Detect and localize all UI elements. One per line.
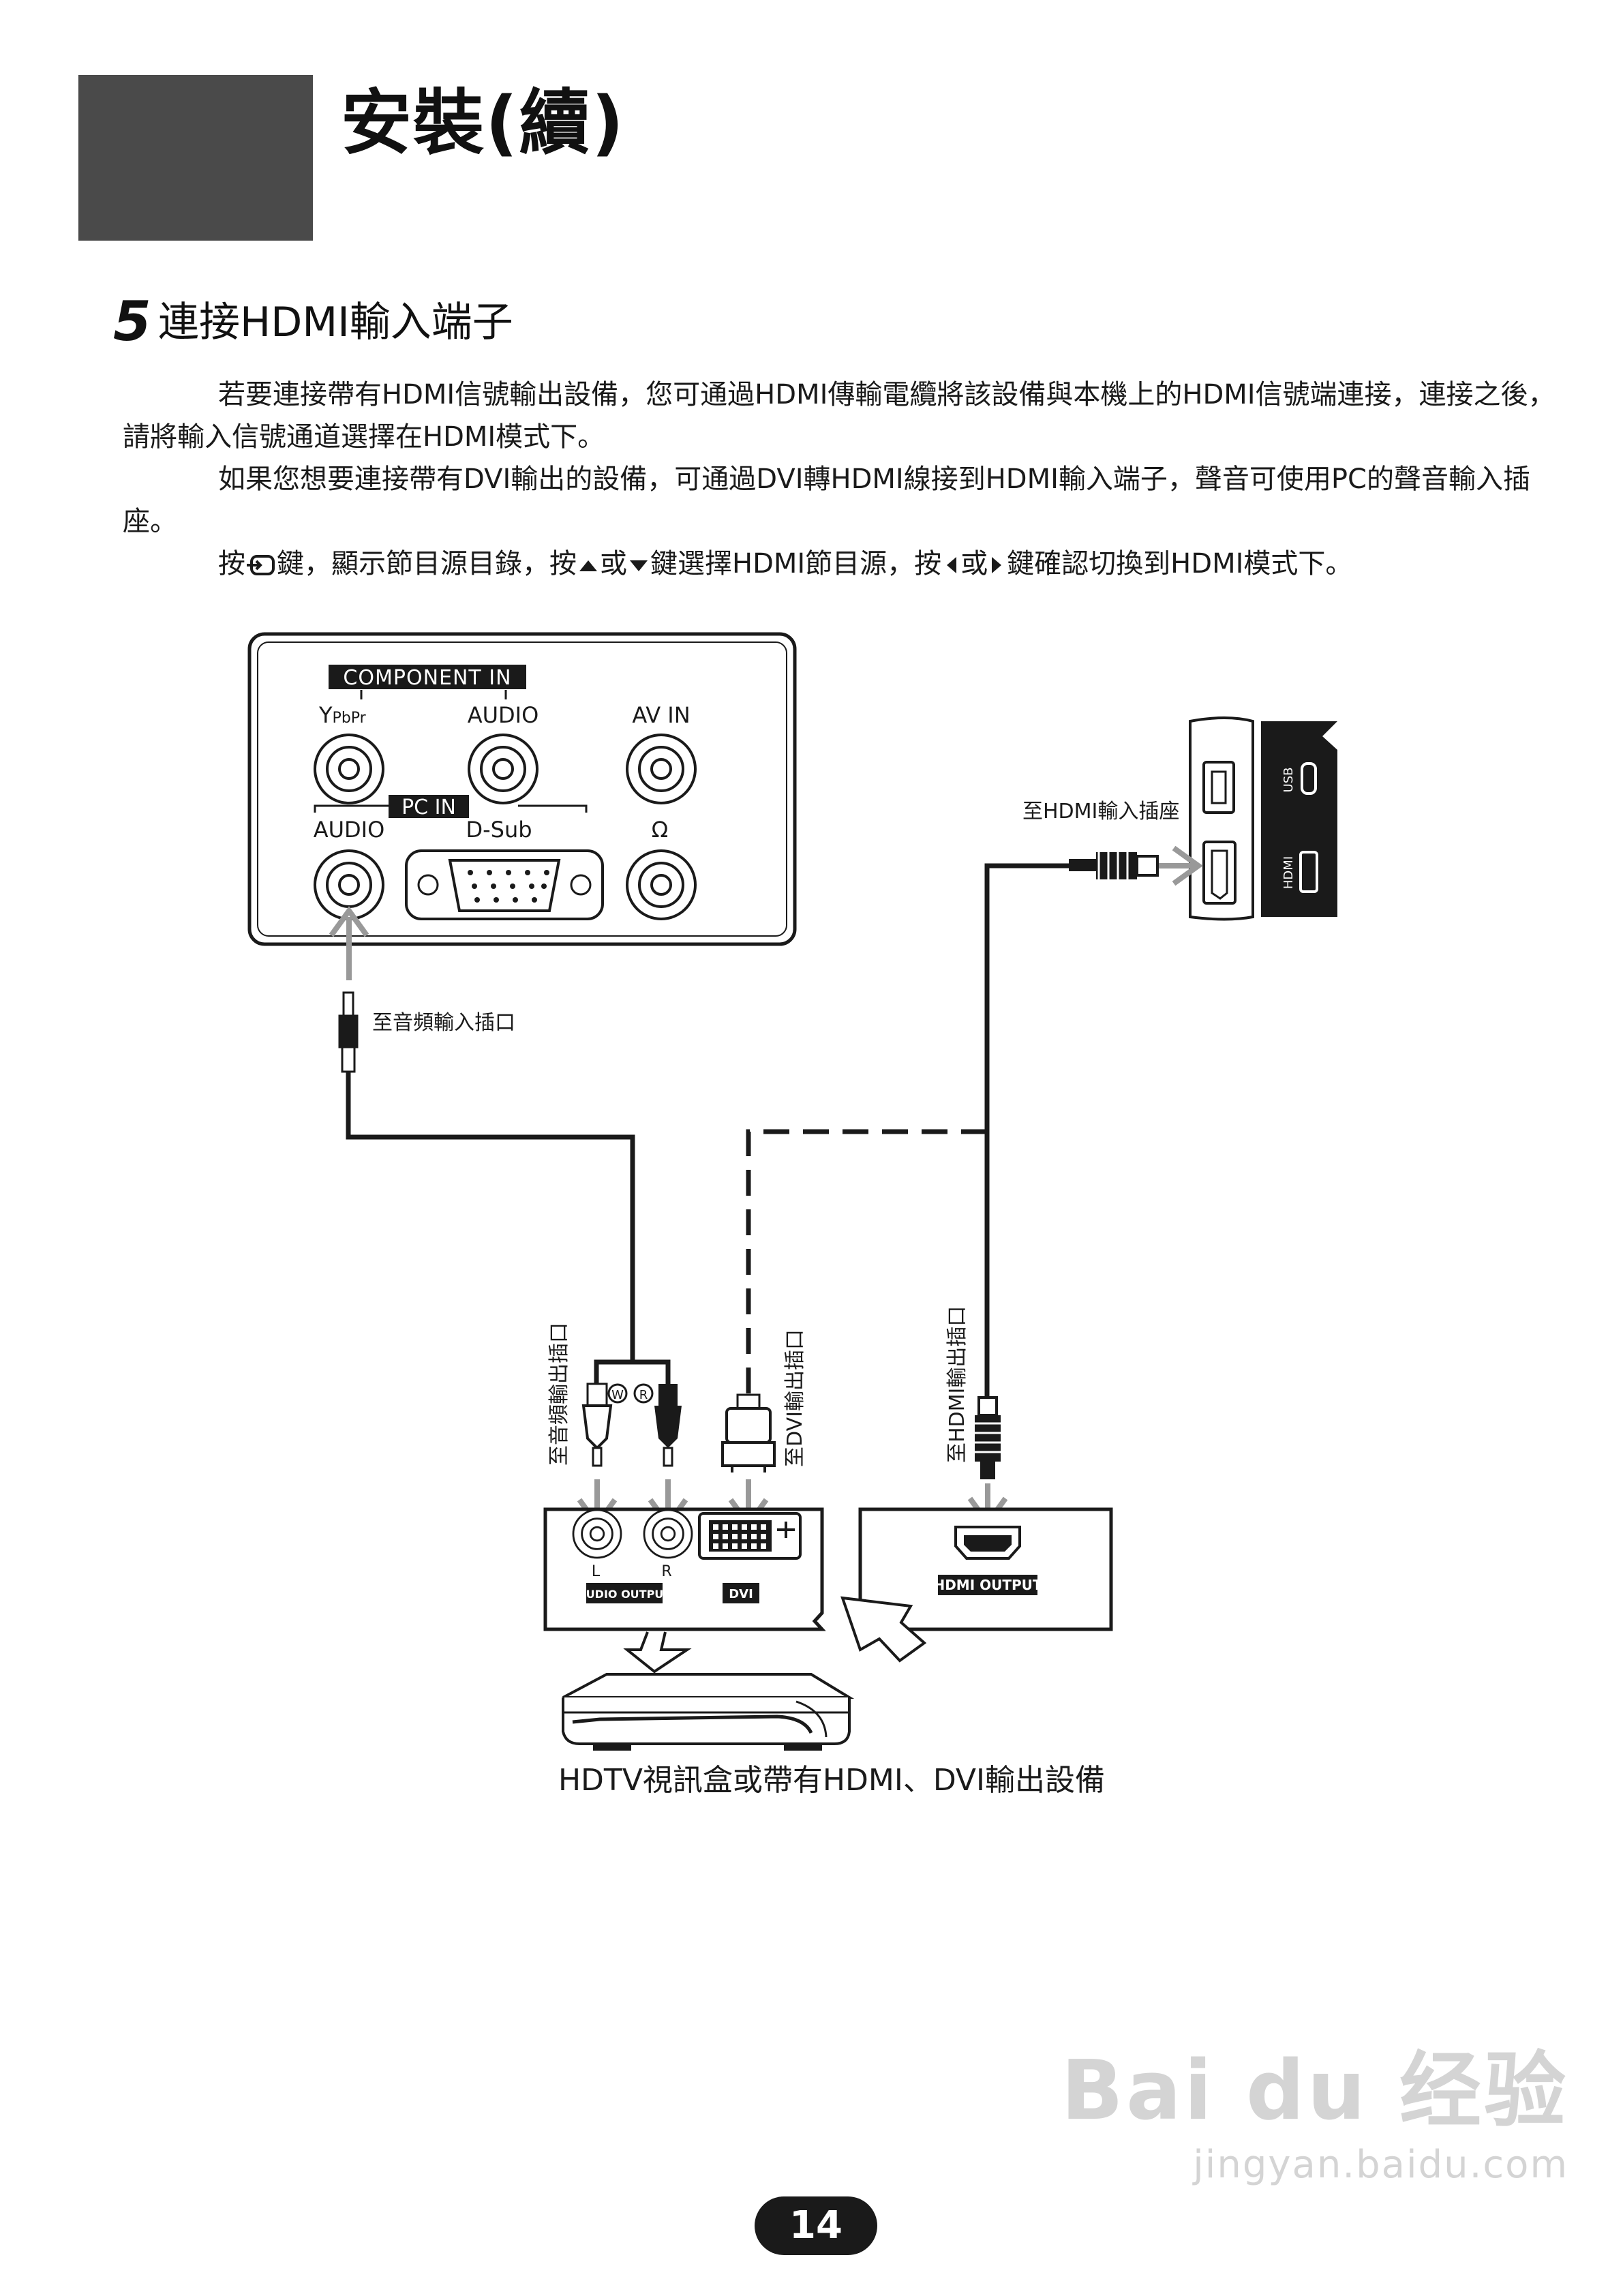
audio-mini-plug	[338, 991, 359, 1073]
to-audio-input-label: 至音頻輸入插口	[372, 1011, 515, 1035]
watermark-sub: jingyan.baidu.com	[1193, 2143, 1568, 2187]
page-number: 14	[755, 2196, 877, 2255]
audio-input-arrow	[329, 906, 369, 980]
paragraph-3-f: 鍵確認切換到HDMI模式下。	[1007, 548, 1353, 579]
dsub-port	[405, 849, 604, 920]
pc-in-label: PC IN	[401, 796, 456, 819]
section-title: 連接HDMI輸入端子	[158, 299, 513, 346]
hdmi-input-arrow	[1159, 845, 1203, 886]
component-audio-label: AUDIO	[468, 702, 539, 728]
dvi-plug	[721, 1393, 776, 1472]
to-dvi-output-label: 至DVI輸出插口	[783, 1329, 807, 1467]
dsub-label: D-Sub	[466, 817, 532, 843]
set-top-box	[562, 1673, 855, 1751]
ypbpr-label: YPbPr	[318, 702, 367, 728]
hdmi-plug-top	[1069, 852, 1159, 879]
paragraph-3-c: 或	[600, 548, 627, 579]
paragraph-1-text: 若要連接帶有HDMI信號輸出設備，您可通過HDMI傳輸電纜將該設備與本機上的HD…	[123, 379, 1556, 453]
paragraph-3-d: 鍵選擇HDMI節目源，按	[650, 548, 942, 579]
av-in-jack	[626, 734, 697, 804]
up-arrow-icon	[579, 560, 597, 571]
port-r-label: R	[661, 1563, 671, 1580]
down-arrow-icon	[630, 560, 648, 571]
device-caption: HDTV視訊盒或帶有HDMI、DVI輸出設備	[558, 1763, 1105, 1798]
input-source-icon	[247, 555, 275, 575]
hdmi-plug-bottom	[975, 1396, 1001, 1479]
port-l-label: L	[592, 1563, 601, 1580]
audio-cable	[346, 1072, 671, 1384]
paragraph-3: 按鍵，顯示節目源目錄，按或鍵選擇HDMI節目源，按或鍵確認切換到HDMI模式下。	[123, 543, 1568, 585]
hdmi-cable	[984, 863, 1070, 1398]
page-title: 安裝(續)	[341, 81, 626, 164]
to-audio-output-label: 至音頻輸出插口	[547, 1323, 571, 1466]
component-audio-jack	[468, 734, 539, 804]
paragraph-2: 如果您想要連接帶有DVI輸出的設備，可通過DVI轉HDMI線接到HDMI輸入端子…	[123, 458, 1568, 543]
header-block	[78, 75, 313, 241]
left-arrow-icon	[947, 557, 957, 573]
dvi-dashed-cable	[746, 1129, 987, 1398]
usb-label: USB	[1281, 768, 1296, 793]
pc-in-badge	[389, 795, 469, 818]
section-number: 5	[113, 290, 151, 353]
tv-side-panel: USB HDMI	[1189, 716, 1337, 921]
watermark: Bai du 经验 jingyan.baidu.com	[1061, 2024, 1568, 2187]
paragraph-3-a: 按	[218, 548, 245, 579]
paragraph-1: 若要連接帶有HDMI信號輸出設備，您可通過HDMI傳輸電纜將該設備與本機上的HD…	[123, 374, 1568, 458]
device-audio-dvi-panel: L R AUDIO OUTPUT DVI	[543, 1507, 826, 1631]
pc-audio-label: AUDIO	[314, 817, 385, 843]
paragraph-3-b: 鍵，顯示節目源目錄，按	[277, 548, 577, 579]
dvi-label: DVI	[729, 1587, 753, 1601]
headphone-jack	[626, 849, 697, 920]
to-hdmi-input-label: 至HDMI輸入插座	[1022, 800, 1179, 824]
component-in-label: COMPONENT IN	[343, 666, 511, 690]
hdmi-output-label: HDMI OUTPUT	[933, 1577, 1042, 1593]
hdmi-port-label: HDMI	[1281, 856, 1296, 889]
component-in-badge	[329, 665, 526, 689]
rca-plug-white	[581, 1383, 613, 1467]
ypbpr-jack	[314, 734, 384, 804]
right-arrow-icon	[992, 557, 1002, 573]
audio-output-label: AUDIO OUTPUT	[578, 1588, 671, 1601]
paragraph-2-text: 如果您想要連接帶有DVI輸出的設備，可通過DVI轉HDMI線接到HDMI輸入端子…	[123, 464, 1530, 537]
to-hdmi-output-label: 至HDMI輸出插口	[945, 1306, 969, 1463]
headphone-icon: Ω	[652, 817, 668, 843]
plug-w-label: W	[611, 1388, 624, 1402]
plug-r-label: R	[639, 1388, 648, 1402]
device-hdmi-panel: HDMI OUTPUT	[851, 1507, 1113, 1631]
av-in-label: AV IN	[632, 702, 690, 728]
paragraph-3-e: 或	[960, 548, 988, 579]
watermark-main: Bai du 经验	[1061, 2044, 1568, 2139]
rca-plug-red	[654, 1384, 682, 1467]
